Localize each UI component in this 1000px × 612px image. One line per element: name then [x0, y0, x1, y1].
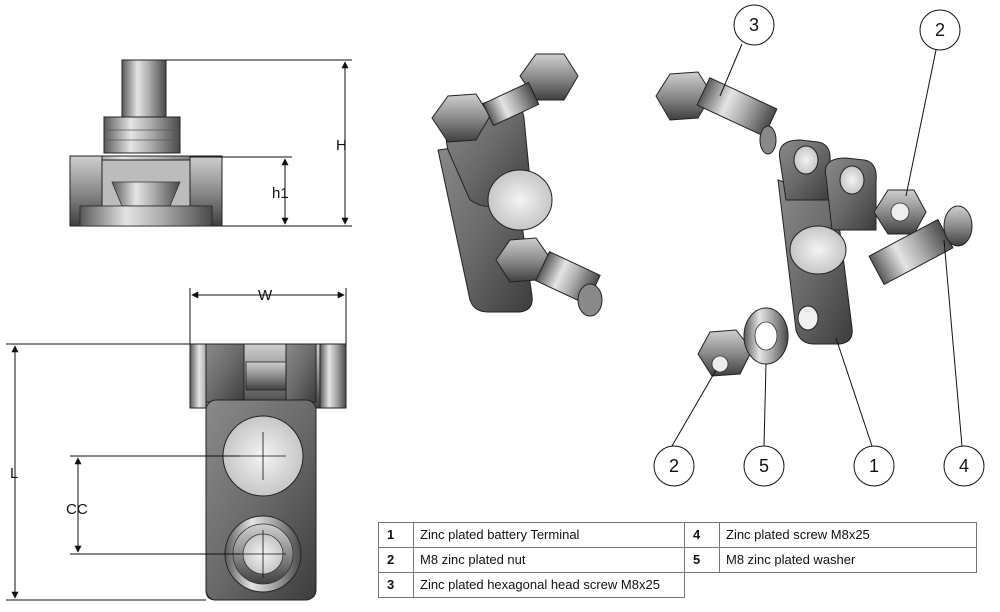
callout-2-bottom: 2 [653, 445, 695, 487]
table-row: 1 Zinc plated battery Terminal 4 Zinc pl… [378, 522, 977, 548]
callout-5: 5 [743, 445, 785, 487]
callout-2-top-label: 2 [935, 20, 945, 40]
plan-view [189, 343, 347, 601]
dimension-label-cc: CC [66, 501, 88, 518]
callout-3-label: 3 [749, 15, 759, 35]
dimension-label-h1: h1 [272, 185, 289, 202]
part-number: 4 [684, 522, 720, 548]
table-row: 2 M8 zinc plated nut 5 M8 zinc plated wa… [378, 547, 977, 573]
part-description: M8 zinc plated washer [719, 547, 977, 573]
dimension-h [166, 59, 352, 227]
callout-4: 4 [943, 445, 985, 487]
parts-table: 1 Zinc plated battery Terminal 4 Zinc pl… [378, 522, 977, 598]
assembled-terminal-3d [431, 53, 603, 317]
callout-2-top: 2 [919, 9, 961, 51]
dimension-label-w: W [258, 287, 273, 304]
callout-5-label: 5 [759, 456, 769, 476]
callout-1-label: 1 [869, 456, 879, 476]
dimension-h1 [190, 156, 292, 225]
part-description: Zinc plated screw M8x25 [719, 522, 977, 548]
dimension-cc [70, 455, 240, 555]
callout-3: 3 [733, 4, 775, 46]
part-number: 5 [684, 547, 720, 573]
part-number: 3 [378, 572, 414, 598]
exploded-view [655, 71, 973, 377]
callout-2-bottom-label: 2 [669, 456, 679, 476]
dimension-l [6, 343, 206, 601]
part-description: Zinc plated battery Terminal [413, 522, 685, 548]
callout-leaders [671, 43, 963, 447]
callout-1: 1 [853, 445, 895, 487]
empty-cell [685, 573, 977, 598]
table-row: 3 Zinc plated hexagonal head screw M8x25 [378, 572, 977, 598]
part-number: 2 [378, 547, 414, 573]
part-description: Zinc plated hexagonal head screw M8x25 [413, 572, 685, 598]
front-elevation-view [69, 59, 223, 227]
dimension-w [189, 288, 347, 344]
callout-4-label: 4 [959, 456, 969, 476]
dimension-label-h: H [336, 137, 347, 154]
part-description: M8 zinc plated nut [413, 547, 685, 573]
dimension-label-l: L [10, 465, 18, 482]
part-number: 1 [378, 522, 414, 548]
